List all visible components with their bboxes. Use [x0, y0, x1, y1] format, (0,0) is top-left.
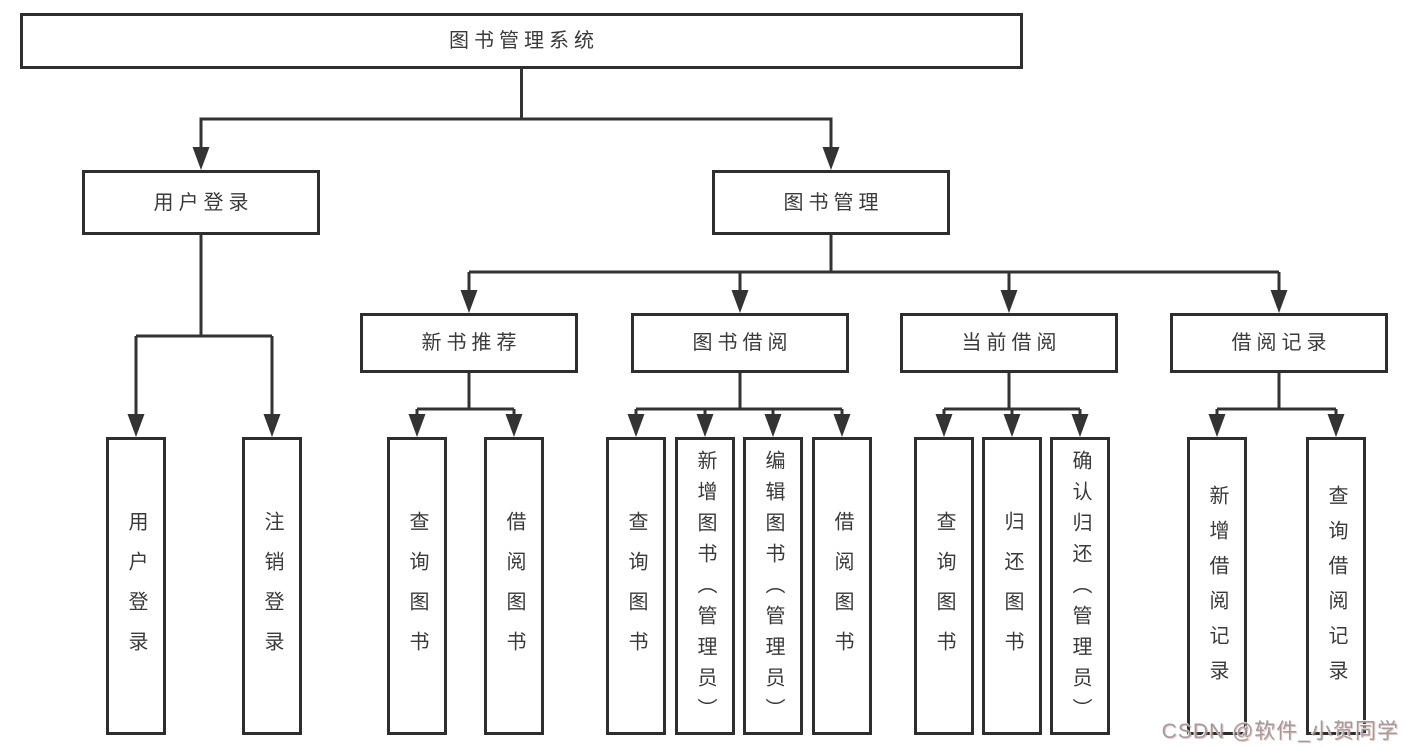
leaf-query-books-borrowing: 查询图书: [606, 437, 666, 735]
node-label: 借阅图书: [831, 511, 853, 671]
node-label: 注销登录: [261, 511, 283, 671]
node-current-borrowing: 当前借阅: [900, 313, 1118, 373]
node-label: 用户登录: [153, 191, 254, 214]
node-label: 图书管理: [783, 191, 884, 214]
leaf-borrow-books-recommend: 借阅图书: [484, 437, 544, 735]
csdn-watermark: CSDN @软件_小贺同学: [1161, 720, 1399, 743]
node-label: 确认归还（管理员）: [1069, 449, 1091, 729]
node-label: 新增借阅记录: [1206, 485, 1228, 695]
node-label: 借阅记录: [1231, 332, 1332, 354]
leaf-logout: 注销登录: [242, 437, 302, 735]
node-label: 图书借阅: [692, 332, 793, 354]
leaf-borrow-books: 借阅图书: [812, 437, 872, 735]
leaf-add-borrow-record: 新增借阅记录: [1187, 437, 1247, 735]
node-book-management: 图书管理: [712, 170, 950, 235]
node-label: 用户登录: [125, 511, 147, 671]
arrowhead-icons: [127, 147, 1345, 437]
node-label: 新增图书（管理员）: [694, 449, 716, 729]
leaf-query-books-current: 查询图书: [914, 437, 974, 735]
leaf-return-book: 归还图书: [982, 437, 1042, 735]
node-label: 编辑图书（管理员）: [762, 449, 784, 729]
node-label: 当前借阅: [961, 332, 1062, 354]
node-label: 查询图书: [406, 511, 428, 671]
node-label: 查询图书: [625, 511, 647, 671]
node-label: 借阅图书: [503, 511, 525, 671]
node-book-borrowing: 图书借阅: [631, 313, 849, 373]
leaf-add-book-admin: 新增图书（管理员）: [675, 437, 735, 735]
node-label: 查询图书: [933, 511, 955, 671]
node-label: 查询借阅记录: [1325, 485, 1347, 695]
connector-elbows: [134, 69, 1338, 418]
leaf-query-books-recommend: 查询图书: [387, 437, 447, 735]
leaf-edit-book-admin: 编辑图书（管理员）: [743, 437, 803, 735]
node-new-book-recommend: 新书推荐: [360, 313, 578, 373]
node-borrowing-records: 借阅记录: [1170, 313, 1388, 373]
node-label: 图书管理系统: [449, 30, 599, 52]
leaf-query-borrow-record: 查询借阅记录: [1306, 437, 1366, 735]
node-user-login: 用户登录: [82, 170, 320, 235]
node-label: 归还图书: [1001, 511, 1023, 671]
node-library-management-system: 图书管理系统: [20, 13, 1023, 69]
leaf-confirm-return-admin: 确认归还（管理员）: [1050, 437, 1110, 735]
node-label: 新书推荐: [421, 332, 522, 354]
leaf-user-login: 用户登录: [106, 437, 166, 735]
